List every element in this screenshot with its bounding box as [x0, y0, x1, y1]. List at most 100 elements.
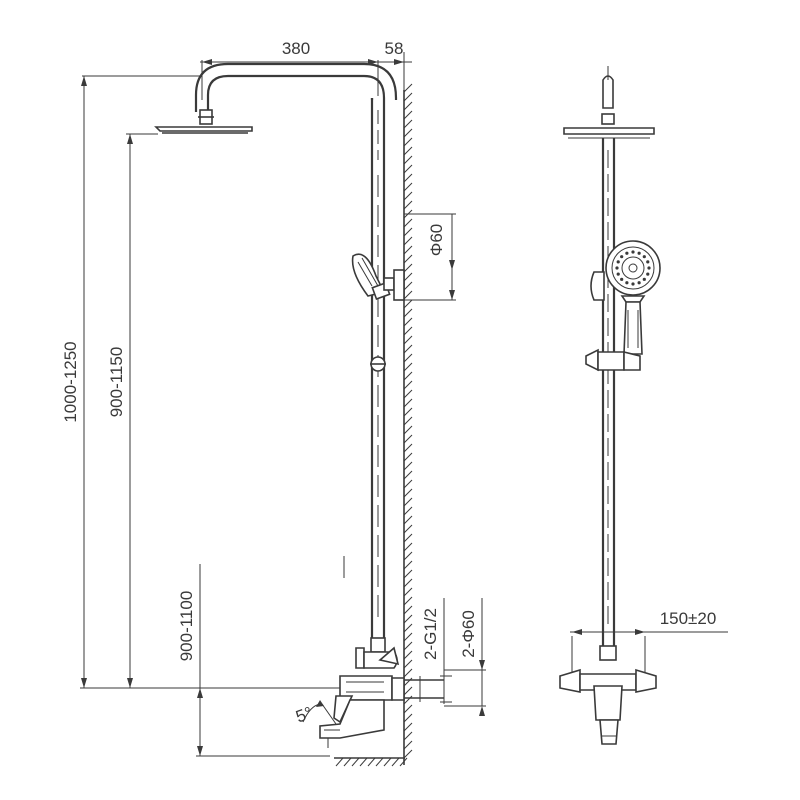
wall-hatch-line — [403, 398, 413, 408]
wall-hatch-line — [403, 731, 413, 741]
wall-hatch-line — [403, 416, 413, 426]
nozzle-dot — [616, 272, 620, 276]
wall-hatch-line — [403, 479, 413, 489]
wall-hatch-line — [403, 182, 413, 192]
wall-hatch-line — [403, 632, 413, 642]
mixer-side — [319, 637, 445, 748]
wall-hatch-line — [403, 443, 413, 453]
dim-inlet-thread-label: 2-G1/2 — [421, 608, 440, 660]
wall-hatch-line — [403, 272, 413, 282]
wall-hatch-line — [403, 722, 413, 732]
wall-hatch-line — [403, 290, 413, 300]
wall-hatch-line — [403, 173, 413, 183]
floor-hatch-line — [391, 757, 400, 767]
wall-hatch-line — [403, 164, 413, 174]
riser-pipe — [343, 98, 386, 640]
nozzle-dot — [647, 266, 651, 270]
wall-hatch-line — [403, 578, 413, 588]
wall-hatch-line — [403, 515, 413, 525]
floor-hatch-line — [367, 757, 376, 767]
wall-hatch-line — [403, 596, 413, 606]
dim-bracket-dia-label: Φ60 — [427, 224, 446, 256]
wall-hatch-line — [403, 749, 413, 759]
nozzle-dot — [616, 260, 620, 264]
wall-hatch-line — [403, 650, 413, 660]
wall-hatch-line — [403, 452, 413, 462]
wall-hatch-line — [403, 227, 413, 237]
floor-hatch-line — [343, 757, 352, 767]
wall-hatch-line — [403, 569, 413, 579]
nozzle-dot — [631, 250, 635, 254]
floor-hatch-line — [359, 757, 368, 767]
wall-bracket — [383, 269, 405, 301]
wall-hatch-line — [403, 434, 413, 444]
nozzle-dot — [625, 281, 629, 285]
front-riser — [601, 138, 616, 646]
wall-hatch-line — [403, 191, 413, 201]
wall-hatch-line — [403, 119, 413, 129]
wall-hatch-line — [403, 641, 413, 651]
shower-arm — [194, 62, 398, 112]
nozzle-dot — [637, 281, 641, 285]
wall-hatch-line — [403, 344, 413, 354]
wall-hatch-line — [403, 263, 413, 273]
nozzle-dot — [620, 255, 624, 259]
wall-hatch-line — [403, 461, 413, 471]
nozzle-dot — [646, 260, 650, 264]
wall-hatch-line — [403, 92, 413, 102]
wall — [403, 83, 413, 765]
wall-hatch-line — [403, 155, 413, 165]
wall-hatch-line — [403, 218, 413, 228]
nozzle-dot — [625, 251, 629, 255]
wall-hatch-line — [403, 299, 413, 309]
wall-hatch-line — [403, 524, 413, 534]
wall-hatch-line — [403, 551, 413, 561]
wall-hatch-line — [403, 128, 413, 138]
nozzle-dot — [642, 255, 646, 259]
floor-hatch-line — [399, 757, 408, 767]
wall-hatch-line — [403, 245, 413, 255]
wall-hatch-line — [403, 380, 413, 390]
wall-hatch-line — [403, 488, 413, 498]
dim-spout-angle-label: 5° — [293, 703, 315, 726]
floor-hatch-line — [335, 757, 344, 767]
nozzle-dot — [642, 277, 646, 281]
wall-hatch-line — [403, 587, 413, 597]
wall-hatch-line — [403, 407, 413, 417]
dim-arm-length: 380 — [200, 39, 382, 100]
nozzle-dot — [637, 251, 641, 255]
wall-hatch-line — [403, 713, 413, 723]
dim-inlet-dia: 2-Φ60 — [444, 598, 486, 716]
side-view: 380 58 1000-1250 900-1150 — [61, 39, 486, 767]
wall-hatch-line — [403, 605, 413, 615]
dim-mixer-height: 900-1100 — [177, 564, 330, 757]
wall-hatch-line — [403, 281, 413, 291]
wall-hatch-line — [403, 389, 413, 399]
front-hand-shower — [585, 240, 661, 372]
wall-hatch-line — [403, 353, 413, 363]
wall-hatch-line — [403, 308, 413, 318]
wall-hatch-line — [403, 335, 413, 345]
dim-wall-offset: 58 — [374, 39, 412, 90]
wall-hatch-line — [403, 560, 413, 570]
dim-arm-length-label: 380 — [282, 39, 310, 58]
dim-inlet-centers-label: 150±20 — [660, 609, 717, 628]
wall-hatch-line — [403, 200, 413, 210]
dim-inlet-thread: 2-G1/2 — [421, 598, 452, 704]
floor-hatch-line — [383, 757, 392, 767]
wall-hatch-line — [403, 146, 413, 156]
dim-overall-height: 1000-1250 — [61, 75, 200, 688]
wall-hatch-line — [403, 101, 413, 111]
wall-hatch-line — [403, 254, 413, 264]
floor-hatch — [334, 757, 408, 767]
nozzle-dot — [615, 266, 619, 270]
nozzle-dot — [646, 272, 650, 276]
wall-hatch-line — [403, 533, 413, 543]
wall-hatch-line — [403, 110, 413, 120]
nozzle-dot — [620, 277, 624, 281]
wall-hatch-line — [403, 326, 413, 336]
front-shower-head — [563, 127, 655, 139]
front-arm-stub — [601, 66, 615, 125]
floor-hatch-line — [375, 757, 384, 767]
